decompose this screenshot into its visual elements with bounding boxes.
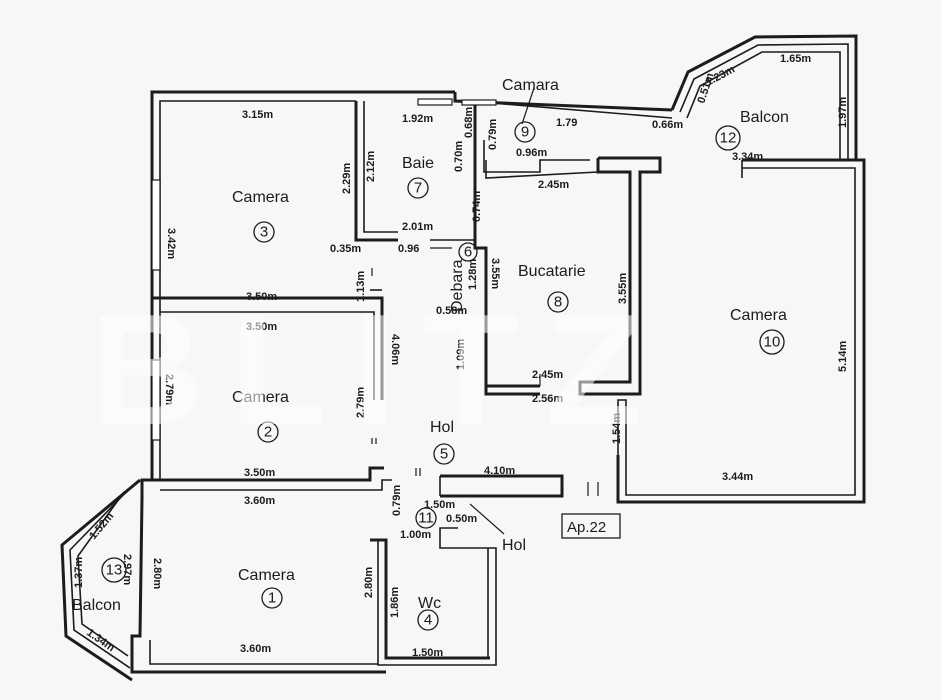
dimension: 1.54m <box>611 413 623 444</box>
dimension: 2.80m <box>151 558 163 589</box>
dimension: 0.66m <box>652 119 683 131</box>
dimension: 2.45m <box>538 179 569 191</box>
room-name: Balcon <box>72 597 121 614</box>
watermark: BLITZ <box>90 282 668 458</box>
room-name: Camera <box>232 189 289 206</box>
dimension: 2.79m <box>163 374 175 405</box>
room-number: 1 <box>268 590 276 607</box>
dimension: 1.13m <box>355 271 367 302</box>
dimension: 3.15m <box>242 109 273 121</box>
room-number: 3 <box>260 224 268 241</box>
dimension: 2.79m <box>355 387 367 418</box>
walls <box>60 34 866 682</box>
dimension: 2.12m <box>365 151 377 182</box>
dimension: 0.68m <box>463 107 475 138</box>
dimension: 2.56m <box>532 393 563 405</box>
dimension: 4.06m <box>389 334 401 365</box>
room-number: 9 <box>521 124 529 141</box>
room-number: 5 <box>440 446 448 463</box>
room-name: Debara <box>449 259 466 312</box>
dimension: 2.29m <box>341 163 353 194</box>
dimension: 1.37m <box>73 557 85 588</box>
dimension: 0.35m <box>330 243 361 255</box>
room-name: Wc <box>418 595 441 612</box>
dimension: 3.50m <box>244 467 275 479</box>
dimension: 0.74m <box>471 191 483 222</box>
dimension: 1.97m <box>837 97 849 128</box>
dimension: 2.80m <box>363 567 375 598</box>
dimension: 3.55m <box>617 273 629 304</box>
dimension: 0.50m <box>446 513 477 525</box>
dimension: 2.01m <box>402 221 433 233</box>
room-name: Bucatarie <box>518 263 586 280</box>
dimension: 4.10m <box>484 465 515 477</box>
room-name: Baie <box>402 155 434 172</box>
dimension: 1.92m <box>402 113 433 125</box>
room-number: 12 <box>720 130 737 147</box>
dimension: 1.50m <box>424 499 455 511</box>
room-name: Hol <box>502 537 526 554</box>
dimension: 5.14m <box>837 341 849 372</box>
dimension: 1.86m <box>389 587 401 618</box>
apartment-label: Ap.22 <box>567 519 606 536</box>
room-number: 8 <box>554 294 562 311</box>
dimension: 3.34m <box>732 151 763 163</box>
room-number: 11 <box>418 510 434 527</box>
room-name: Camara <box>502 77 559 94</box>
room-number: 10 <box>764 334 781 351</box>
dimension: 0.79m <box>391 485 403 516</box>
dimension: 0.70m <box>453 141 465 172</box>
dimension: 1.00m <box>400 529 431 541</box>
dimension: 1.09m <box>455 339 467 370</box>
apartment-tag: Ap.22 <box>561 513 621 539</box>
windows <box>151 98 497 441</box>
room-name: Camera <box>730 307 787 324</box>
dimension: 3.50m <box>246 291 277 303</box>
dimension: 0.96m <box>516 147 547 159</box>
dimension: 3.55m <box>489 258 501 289</box>
room-number: 2 <box>264 424 272 441</box>
dimension: 3.50m <box>246 321 277 333</box>
dimension: 0.79m <box>487 119 499 150</box>
room-number: 7 <box>414 180 422 197</box>
room-labels: Camera 3 Camera 2 Camera 1 Balcon 13 Bai… <box>72 77 789 631</box>
dimension: 3.60m <box>244 495 275 507</box>
dimension: 1.28m <box>467 259 479 290</box>
dimension: 1.65m <box>780 53 811 65</box>
dimension: 2.45m <box>532 369 563 381</box>
dimension: 1.50m <box>412 647 443 659</box>
room-name: Hol <box>430 419 454 436</box>
room-name: Camera <box>232 389 289 406</box>
dimension: 0.96 <box>398 243 419 255</box>
dimension: 3.42m <box>165 228 177 259</box>
dimension: 1.52m <box>87 510 116 542</box>
room-name: Camera <box>238 567 295 584</box>
room-number: 6 <box>464 244 472 261</box>
dimension: 0.58m <box>436 305 467 317</box>
dimension: 1.79 <box>556 117 577 129</box>
room-number: 4 <box>424 612 432 629</box>
dimension: 3.44m <box>722 471 753 483</box>
room-name: Balcon <box>740 109 789 126</box>
room-number: 13 <box>106 562 123 579</box>
dimension: 3.60m <box>240 643 271 655</box>
dimension: 2.97m <box>121 554 133 585</box>
